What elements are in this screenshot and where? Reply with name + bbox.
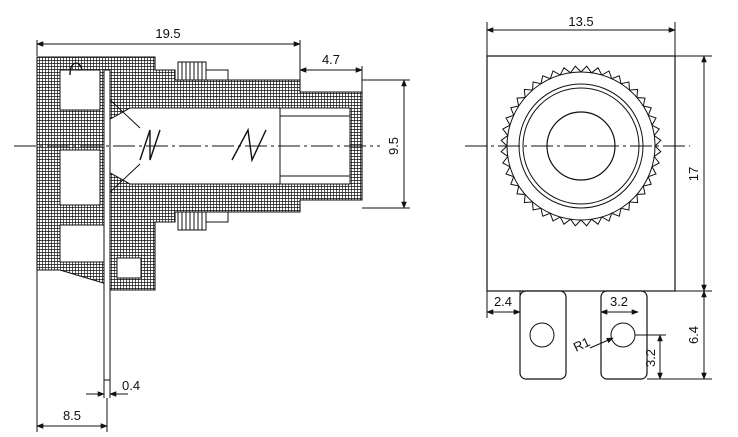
window-rect xyxy=(116,257,142,279)
side-view: 19.5 4.7 9.5 0.4 8.5 xyxy=(14,26,410,432)
dim-overall-length: 19.5 xyxy=(155,26,180,41)
left-cavity-upper xyxy=(59,69,101,111)
threaded-collar-bottom xyxy=(177,211,229,231)
dim-pin-thickness: 0.4 xyxy=(122,378,140,393)
dim-left-pin-gap: 2.4 xyxy=(494,294,512,309)
dim-width: 13.5 xyxy=(568,14,593,29)
dim-height: 17 xyxy=(686,167,701,181)
solder-pin xyxy=(103,69,111,381)
dim-pin-length: 6.4 xyxy=(686,326,701,344)
dim-hole-radius: R1 xyxy=(571,334,592,355)
dim-bore-height: 9.5 xyxy=(386,137,401,155)
dim-pin-offset: 8.5 xyxy=(63,408,81,423)
threaded-collar-top xyxy=(177,61,229,81)
front-view: 13.5 17 6.4 2.4 3.2 R1 3.2 xyxy=(465,14,712,380)
pin-right-hole xyxy=(610,322,636,348)
spring-right xyxy=(231,127,267,163)
lower-slot xyxy=(59,224,111,263)
spring-left xyxy=(139,129,161,161)
dim-front-offset: 4.7 xyxy=(322,52,340,67)
pin-left-hole xyxy=(529,322,555,348)
dim-pin-spacing: 3.2 xyxy=(610,294,628,309)
dim-hole-offset: 3.2 xyxy=(643,349,658,367)
left-cavity-lower xyxy=(59,149,101,206)
